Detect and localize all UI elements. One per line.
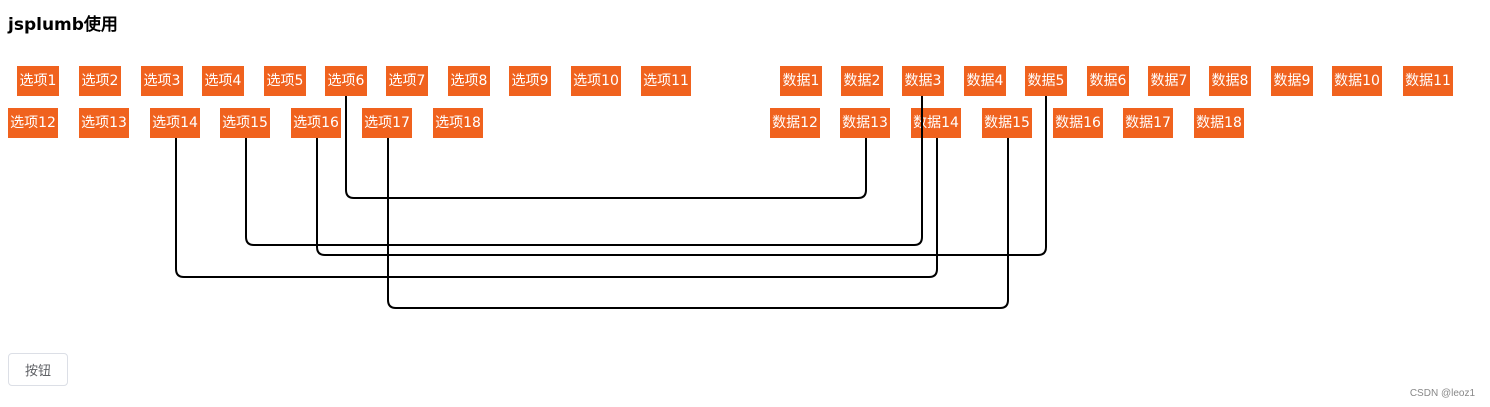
right-item[interactable]: 数据15 <box>982 108 1032 138</box>
right-item[interactable]: 数据18 <box>1194 108 1244 138</box>
left-item[interactable]: 选项6 <box>325 66 367 96</box>
left-item[interactable]: 选项15 <box>220 108 270 138</box>
left-item[interactable]: 选项8 <box>448 66 490 96</box>
right-item[interactable]: 数据8 <box>1209 66 1251 96</box>
connector-line[interactable] <box>387 138 1009 309</box>
left-item[interactable]: 选项3 <box>141 66 183 96</box>
right-item[interactable]: 数据10 <box>1332 66 1382 96</box>
left-item[interactable]: 选项4 <box>202 66 244 96</box>
left-item[interactable]: 选项13 <box>79 108 129 138</box>
left-item[interactable]: 选项11 <box>641 66 691 96</box>
right-item[interactable]: 数据13 <box>840 108 890 138</box>
right-item[interactable]: 数据3 <box>902 66 944 96</box>
right-item[interactable]: 数据11 <box>1403 66 1453 96</box>
left-item[interactable]: 选项12 <box>8 108 58 138</box>
right-item[interactable]: 数据4 <box>964 66 1006 96</box>
left-item[interactable]: 选项2 <box>79 66 121 96</box>
left-item[interactable]: 选项18 <box>433 108 483 138</box>
connector-line[interactable] <box>175 138 938 278</box>
right-item[interactable]: 数据5 <box>1025 66 1067 96</box>
left-item[interactable]: 选项9 <box>509 66 551 96</box>
right-item[interactable]: 数据16 <box>1053 108 1103 138</box>
right-item[interactable]: 数据2 <box>841 66 883 96</box>
left-item[interactable]: 选项16 <box>291 108 341 138</box>
connector-line[interactable] <box>245 96 923 246</box>
watermark: CSDN @leoz1 <box>1409 388 1475 399</box>
right-item[interactable]: 数据17 <box>1123 108 1173 138</box>
left-item[interactable]: 选项1 <box>17 66 59 96</box>
left-item[interactable]: 选项5 <box>264 66 306 96</box>
left-item[interactable]: 选项17 <box>362 108 412 138</box>
page-title: jsplumb使用 <box>8 15 118 35</box>
left-item[interactable]: 选项7 <box>386 66 428 96</box>
right-item[interactable]: 数据1 <box>780 66 822 96</box>
right-item[interactable]: 数据12 <box>770 108 820 138</box>
action-button[interactable]: 按钮 <box>8 353 68 386</box>
right-item[interactable]: 数据6 <box>1087 66 1129 96</box>
right-item[interactable]: 数据7 <box>1148 66 1190 96</box>
right-item[interactable]: 数据9 <box>1271 66 1313 96</box>
left-item[interactable]: 选项14 <box>150 108 200 138</box>
left-item[interactable]: 选项10 <box>571 66 621 96</box>
right-item[interactable]: 数据14 <box>911 108 961 138</box>
